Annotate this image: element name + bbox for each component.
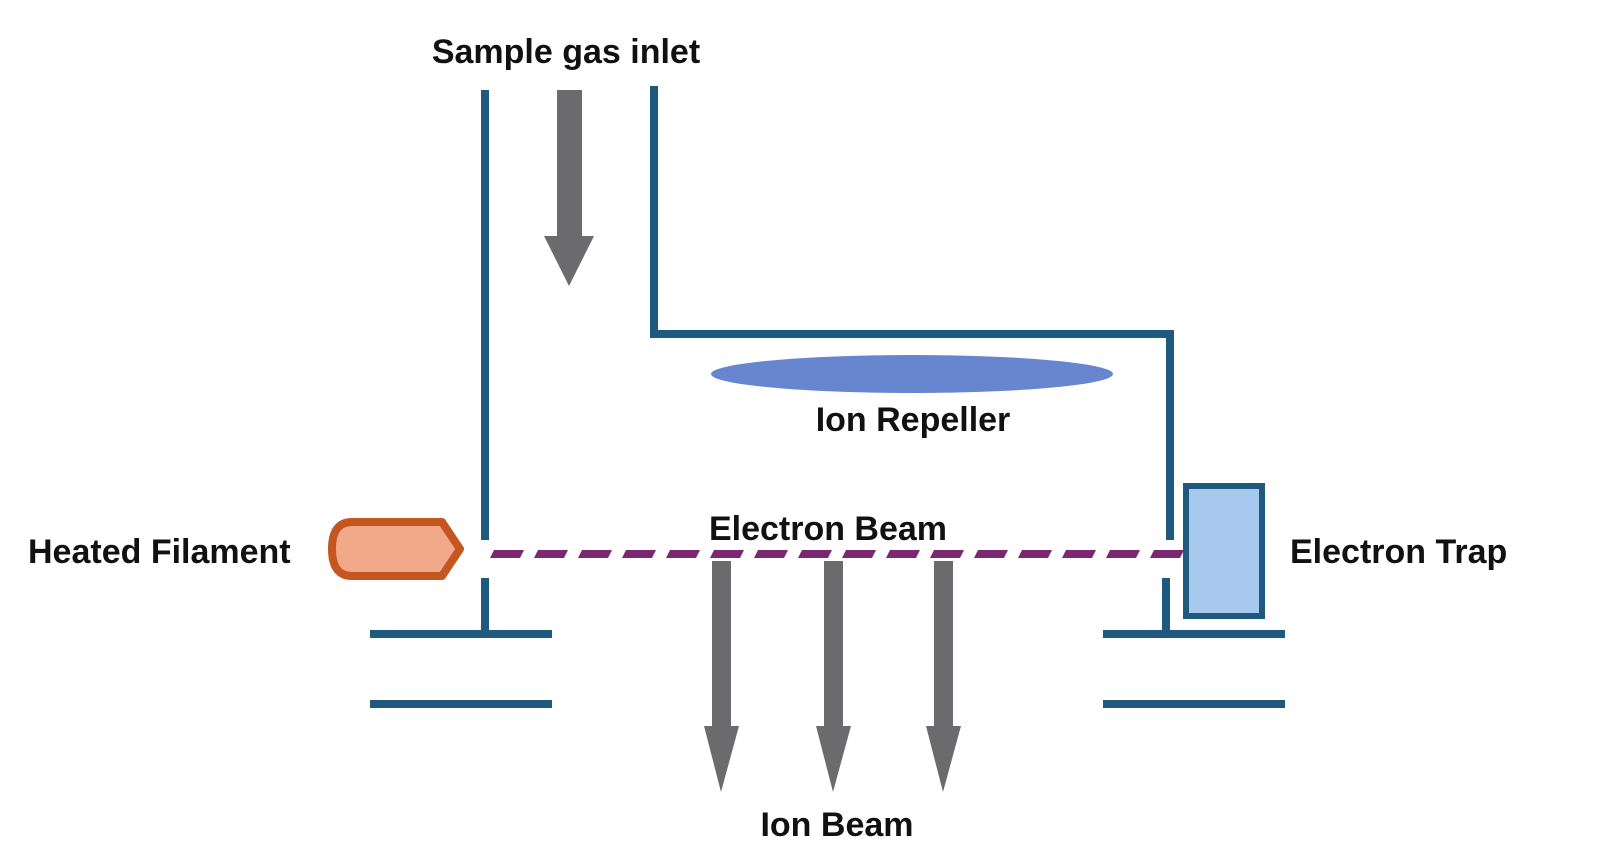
sample-gas-inlet-label: Sample gas inlet	[432, 33, 700, 71]
gas-inlet-arrow	[544, 90, 594, 286]
ion-beam-arrow-2	[816, 561, 851, 792]
heated-filament-shape	[328, 518, 464, 580]
electron-trap-box	[1183, 483, 1265, 619]
ion-beam-arrows	[704, 561, 961, 792]
ion-beam-label: Ion Beam	[760, 806, 913, 844]
ion-repeller-plate	[711, 355, 1113, 393]
electron-trap-label: Electron Trap	[1290, 533, 1507, 571]
ion-beam-arrow-3	[926, 561, 961, 792]
inlet-right-wall	[650, 86, 1174, 540]
ion-beam-arrow-1	[704, 561, 739, 792]
ion-repeller-label: Ion Repeller	[816, 401, 1011, 439]
electron-beam-label: Electron Beam	[709, 510, 947, 548]
chamber-walls	[370, 86, 1285, 708]
heated-filament-label: Heated Filament	[28, 533, 291, 571]
electron-beam-line	[488, 544, 1184, 558]
